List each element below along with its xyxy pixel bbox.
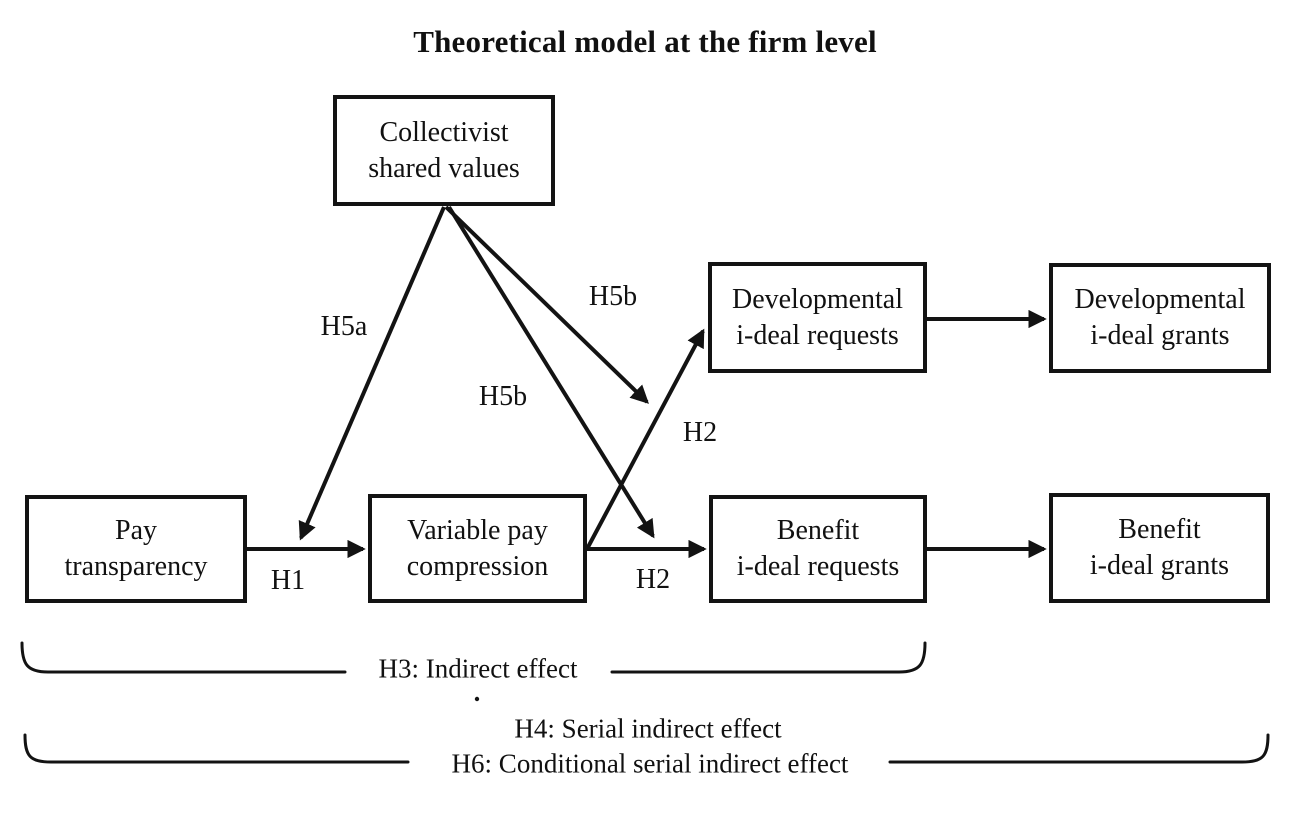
node-label-line: Pay <box>115 515 157 546</box>
h5a-label: H5a <box>320 311 368 342</box>
node-label-line: i-deal requests <box>736 551 900 582</box>
h2-developmental-arrow <box>585 328 705 550</box>
h2-benefit-label: H2 <box>635 564 671 595</box>
h5b-benefit-moderation-arrow <box>447 205 655 539</box>
h6-bracket-left <box>23 733 410 764</box>
h6-effect-label: H6: Conditional serial indirect effect <box>451 748 849 779</box>
node-collectivist-shared-values: Collectivist shared values <box>333 95 555 206</box>
h5b-developmental-label: H5b <box>588 281 638 312</box>
h3-effect-label: H3: Indirect effect <box>378 653 578 684</box>
h2-developmental-label: H2 <box>682 417 718 448</box>
stray-period-mark <box>474 696 480 702</box>
h5b-developmental-moderation-arrow <box>444 205 649 404</box>
node-label-line: shared values <box>368 152 520 184</box>
node-developmental-ideal-grants: Developmental i-deal grants <box>1049 263 1271 373</box>
h3-bracket-left <box>20 641 347 674</box>
h1-label: H1 <box>270 565 306 596</box>
h6-bracket-right <box>888 733 1270 764</box>
h5b-benefit-label: H5b <box>478 381 528 412</box>
node-label-line: Benefit <box>776 515 860 546</box>
node-label-line: Collectivist <box>379 116 509 148</box>
node-label-line: Benefit <box>1118 514 1201 545</box>
node-label-line: compression <box>406 550 549 582</box>
h4-effect-label: H4: Serial indirect effect <box>514 713 782 744</box>
node-variable-pay-compression: Variable pay compression <box>368 494 587 603</box>
h5a-moderation-arrow <box>298 206 446 541</box>
node-label-line: i-deal grants <box>1090 320 1230 351</box>
h3-bracket-right <box>610 641 927 674</box>
node-label-line: transparency <box>64 551 208 582</box>
node-label-line: i-deal grants <box>1089 550 1230 581</box>
node-developmental-ideal-requests: Developmental i-deal requests <box>708 262 927 373</box>
node-benefit-ideal-requests: Benefit i-deal requests <box>709 495 927 603</box>
node-benefit-ideal-grants: Benefit i-deal grants <box>1049 493 1270 603</box>
node-label-line: Developmental <box>731 283 904 315</box>
node-label-line: Developmental <box>1074 284 1246 315</box>
node-label-line: i-deal requests <box>736 319 899 351</box>
node-label-line: Variable pay <box>407 514 548 546</box>
figure-title: Theoretical model at the firm level <box>413 24 877 59</box>
node-pay-transparency: Pay transparency <box>25 495 247 603</box>
